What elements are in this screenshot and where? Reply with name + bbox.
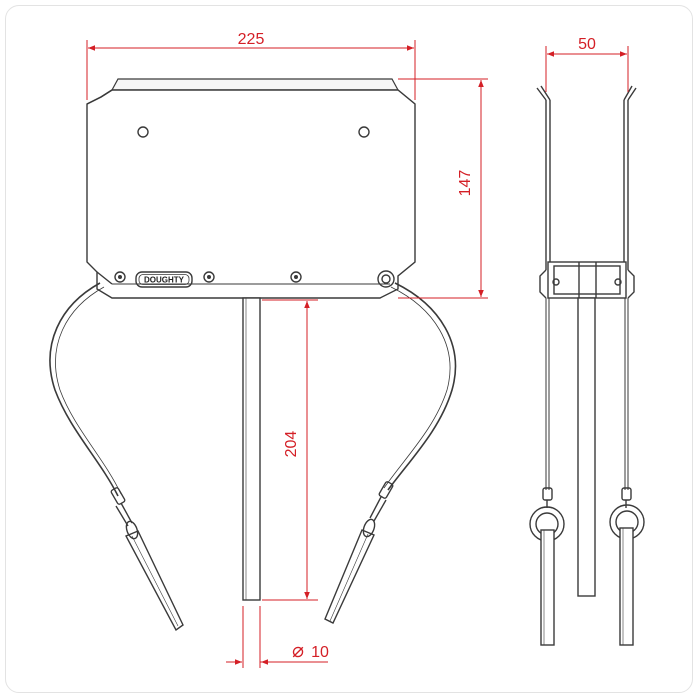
- dim-pin-diameter: 10: [311, 644, 329, 661]
- bolt-center: [290, 271, 302, 283]
- bolt-mid-left: [203, 271, 215, 283]
- side-lock-pin-left: [540, 529, 555, 646]
- bolt-left: [114, 271, 126, 283]
- safety-wire-right: [387, 282, 457, 491]
- safety-wire-left: [49, 282, 119, 497]
- logo-text: DOUGHTY: [144, 276, 185, 285]
- drawing-frame: [5, 5, 693, 693]
- clamp-top-bevel: [110, 78, 400, 91]
- mounting-hole-left: [137, 126, 149, 138]
- center-pin: [242, 297, 261, 601]
- lock-pin-right: [324, 529, 375, 624]
- mounting-hole-right: [358, 126, 370, 138]
- dimension-lines: [86, 40, 629, 668]
- lock-pin-left: [125, 530, 184, 632]
- dim-side-width: 50: [578, 36, 596, 53]
- bolt-right: [377, 270, 395, 288]
- dim-pin-length: 204: [283, 431, 300, 458]
- front-view: [49, 78, 457, 632]
- side-center-pin: [577, 297, 596, 597]
- diameter-symbol: ⌀: [292, 640, 304, 662]
- logo-badge: [135, 271, 193, 288]
- clamp-body: [86, 89, 416, 299]
- side-view: [529, 85, 645, 646]
- side-lock-pin-right: [619, 527, 634, 646]
- dim-front-width: 225: [238, 31, 265, 48]
- dim-front-height: 147: [457, 170, 474, 197]
- side-clamp-block: [547, 261, 627, 299]
